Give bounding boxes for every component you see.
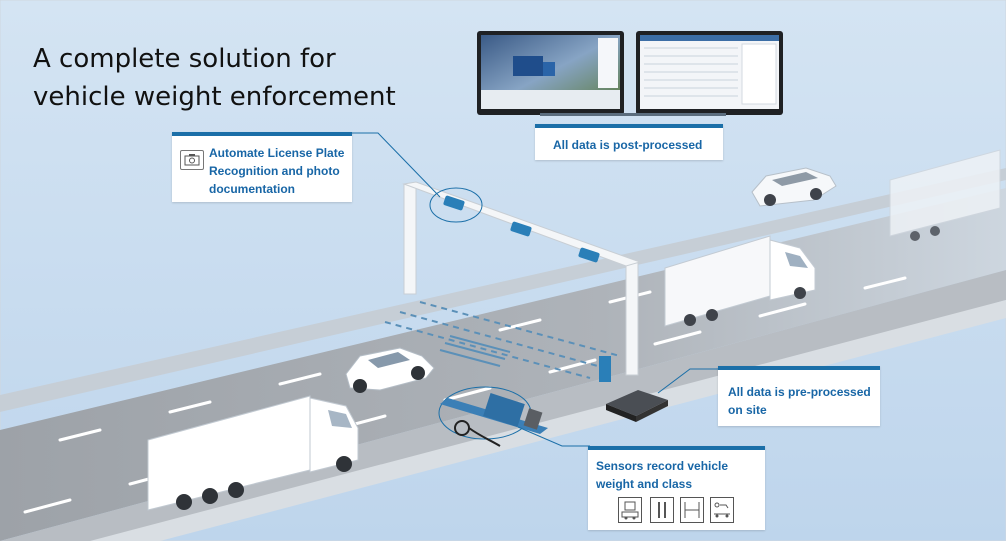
pre-processed-text: All data is pre-processed on site	[728, 385, 871, 417]
title-line-2: vehicle weight enforcement	[33, 82, 396, 112]
truck-front	[147, 395, 359, 511]
truck-middle	[664, 235, 816, 327]
monitor-data	[636, 31, 783, 115]
leader-lines	[348, 132, 718, 447]
sensors-callout: Sensors record vehicle weight and class	[588, 446, 765, 530]
axle-spacing-icon	[680, 497, 704, 523]
distant-car	[751, 167, 837, 207]
processing-unit	[606, 390, 668, 422]
sensor-strips	[384, 301, 621, 379]
camera-right	[578, 247, 600, 263]
axle-gap-icon	[650, 497, 674, 523]
sensors-callout-text: Sensors record vehicle weight and class	[596, 459, 729, 491]
white-car	[345, 347, 435, 393]
guard-rail-front	[90, 300, 1006, 541]
camera-left	[429, 187, 483, 223]
post-processed-callout: All data is post-processed	[535, 124, 723, 160]
roadside-cabinet	[599, 356, 611, 382]
monitor-video	[477, 31, 624, 115]
title-line-1: A complete solution for	[33, 44, 336, 74]
post-processed-text: All data is post-processed	[553, 138, 703, 152]
distant-trailer	[889, 149, 1001, 241]
monitor-stand	[540, 113, 726, 116]
vehicle-class-icon	[710, 497, 734, 523]
alpr-callout-text: Automate License Plate Recognition and p…	[209, 146, 345, 196]
vehicle-weight-icon	[618, 497, 642, 523]
pre-processed-callout: All data is pre-processed on site	[718, 366, 880, 426]
page-title: A complete solution for vehicle weight e…	[33, 40, 396, 116]
guard-rail-back	[0, 168, 1006, 412]
camera-middle	[510, 221, 532, 237]
alpr-callout: Automate License Plate Recognition and p…	[172, 132, 352, 202]
weigh-sensor-hardware	[438, 386, 548, 447]
camera-icon	[180, 150, 204, 170]
